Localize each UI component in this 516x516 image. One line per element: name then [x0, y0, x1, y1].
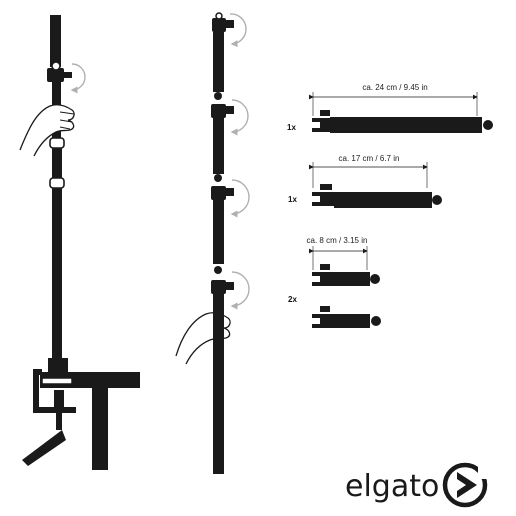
- pole-connector: [47, 68, 64, 82]
- quantity-label: 1x: [288, 195, 297, 204]
- rotate-arrow-icon: [229, 13, 247, 48]
- dimension-label: ca. 8 cm / 3.15 in: [307, 236, 368, 245]
- connector-screw: [64, 72, 72, 78]
- rotate-arrow-icon: [70, 63, 86, 94]
- base-pole-segment: [213, 294, 224, 474]
- quantity-label: 1x: [287, 123, 296, 132]
- clamp-handle: [22, 430, 66, 466]
- extension-stack-assembly: [175, 12, 250, 474]
- grip-ring-lower: [49, 177, 65, 189]
- hand-icon: [19, 104, 75, 157]
- extension-segment: [213, 118, 224, 174]
- grip-ring-upper: [49, 137, 65, 149]
- part-short-arm: ca. 8 cm / 3.15 in 2x: [288, 236, 381, 328]
- upper-pole-segment: [50, 15, 61, 67]
- clamp-collar: [48, 358, 68, 372]
- quantity-label: 2x: [288, 295, 297, 304]
- dimension-label: ca. 17 cm / 6.7 in: [339, 154, 400, 163]
- extension-segment: [213, 32, 224, 92]
- rotate-arrow-icon: [230, 99, 249, 136]
- desk-clamp-icon: [22, 358, 140, 470]
- elgato-logo-icon: [442, 462, 490, 508]
- part-medium-arm: ca. 17 cm / 6.7 in 1x: [288, 154, 442, 208]
- rotate-arrow-icon: [230, 271, 250, 310]
- parts-list: ca. 24 cm / 9.45 in 1x ca. 17 cm / 6.7 i…: [287, 83, 493, 328]
- mounted-pole-assembly: [19, 15, 140, 470]
- dimension-label: ca. 24 cm / 9.45 in: [362, 83, 427, 92]
- lower-pole-segment: [52, 148, 62, 178]
- extension-segment: [213, 200, 224, 264]
- rotate-arrow-icon: [230, 179, 250, 218]
- brand-logo: elgato: [345, 462, 490, 508]
- brand-wordmark: elgato: [345, 469, 439, 504]
- part-long-arm: ca. 24 cm / 9.45 in 1x: [287, 83, 493, 133]
- desk-leg: [92, 388, 108, 470]
- clamp-screw: [56, 412, 62, 430]
